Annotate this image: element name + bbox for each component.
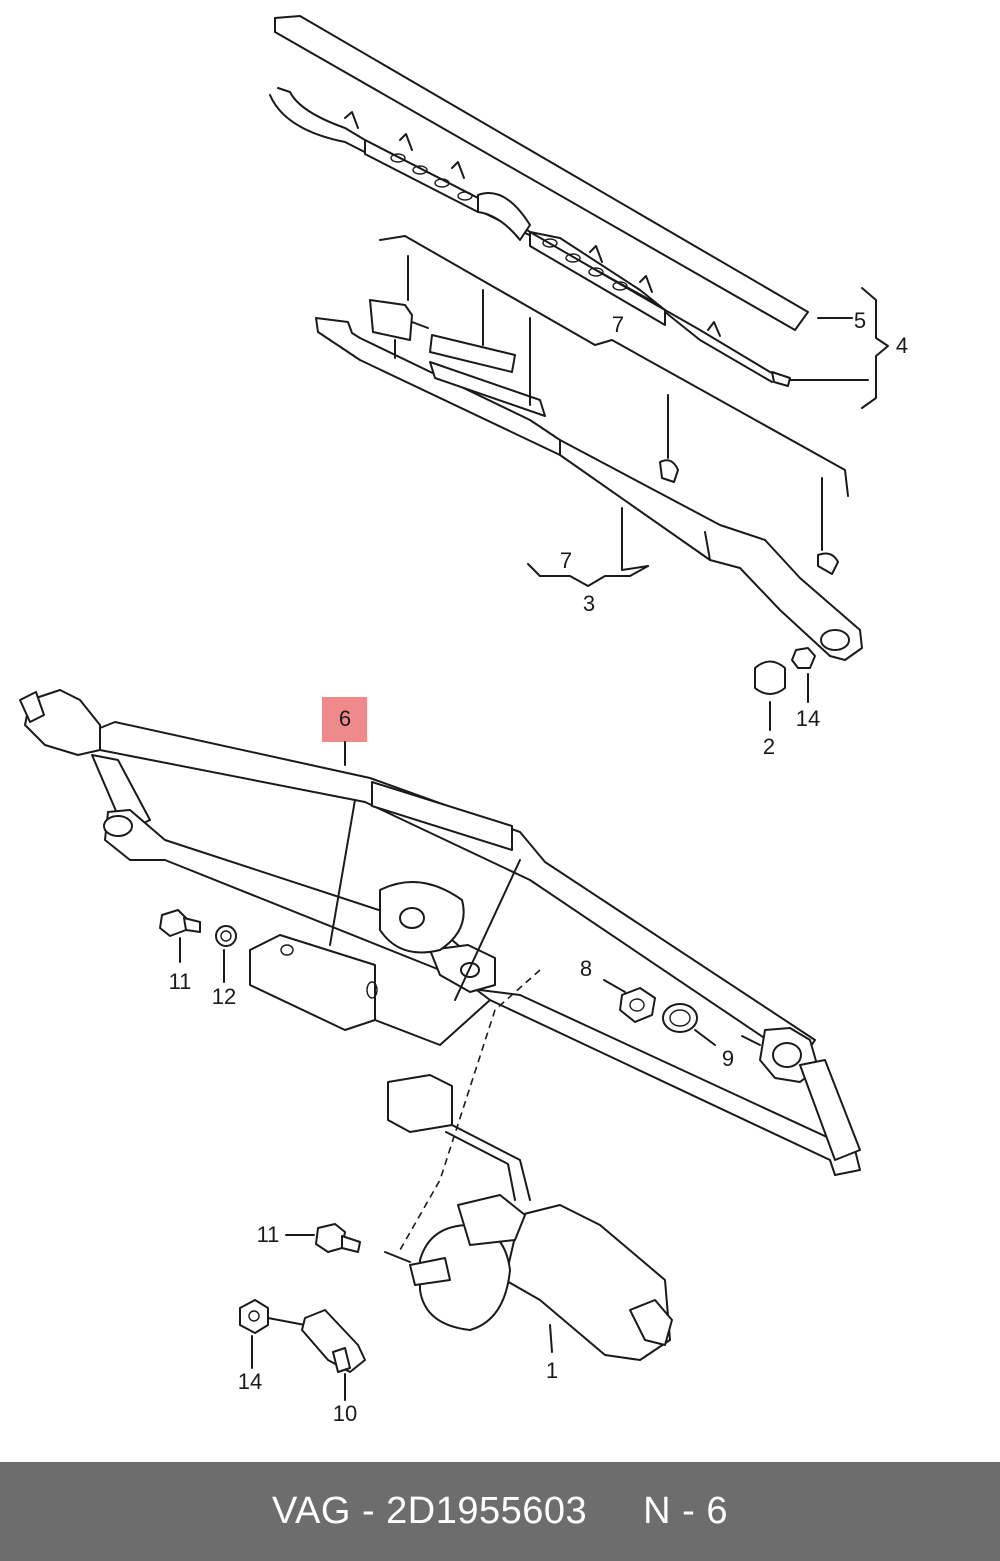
callout-11-upper: 11 [169, 969, 192, 994]
part-number-label: VAG - 2D1955603 [271, 1490, 588, 1532]
wiper-arm-drawing [315, 235, 889, 731]
callout-10: 10 [333, 1401, 357, 1426]
callout-1: 1 [546, 1358, 558, 1383]
callout-7-upper: 7 [612, 312, 624, 337]
wiper-motor-drawing [384, 969, 673, 1361]
callout-5: 5 [854, 308, 866, 333]
callout-14-upper: 14 [796, 706, 820, 731]
callout-12: 12 [212, 984, 236, 1009]
hardware-drawing [159, 909, 716, 1046]
callout-6: 6 [339, 706, 351, 731]
bracket-hardware-drawing [239, 1223, 366, 1401]
callout-8: 8 [580, 956, 592, 981]
exploded-parts-diagram: 1 2 3 4 5 6 7 7 8 9 10 11 11 12 14 14 [19, 15, 908, 1426]
part-info-footer: VAG - 2D1955603 N - 6 [0, 1462, 1000, 1561]
callout-14-lower: 14 [238, 1369, 262, 1394]
highlight-box-part-6 [322, 697, 367, 742]
callout-7-lower: 7 [560, 548, 572, 573]
position-label: N - 6 [643, 1490, 729, 1532]
callout-4: 4 [896, 333, 908, 358]
callout-11-lower: 11 [257, 1222, 280, 1247]
wiper-blade-drawing [269, 15, 809, 387]
wiper-linkage-drawing [19, 689, 861, 1176]
callout-3: 3 [583, 591, 595, 616]
callout-9: 9 [722, 1046, 734, 1071]
callout-2: 2 [763, 734, 775, 759]
